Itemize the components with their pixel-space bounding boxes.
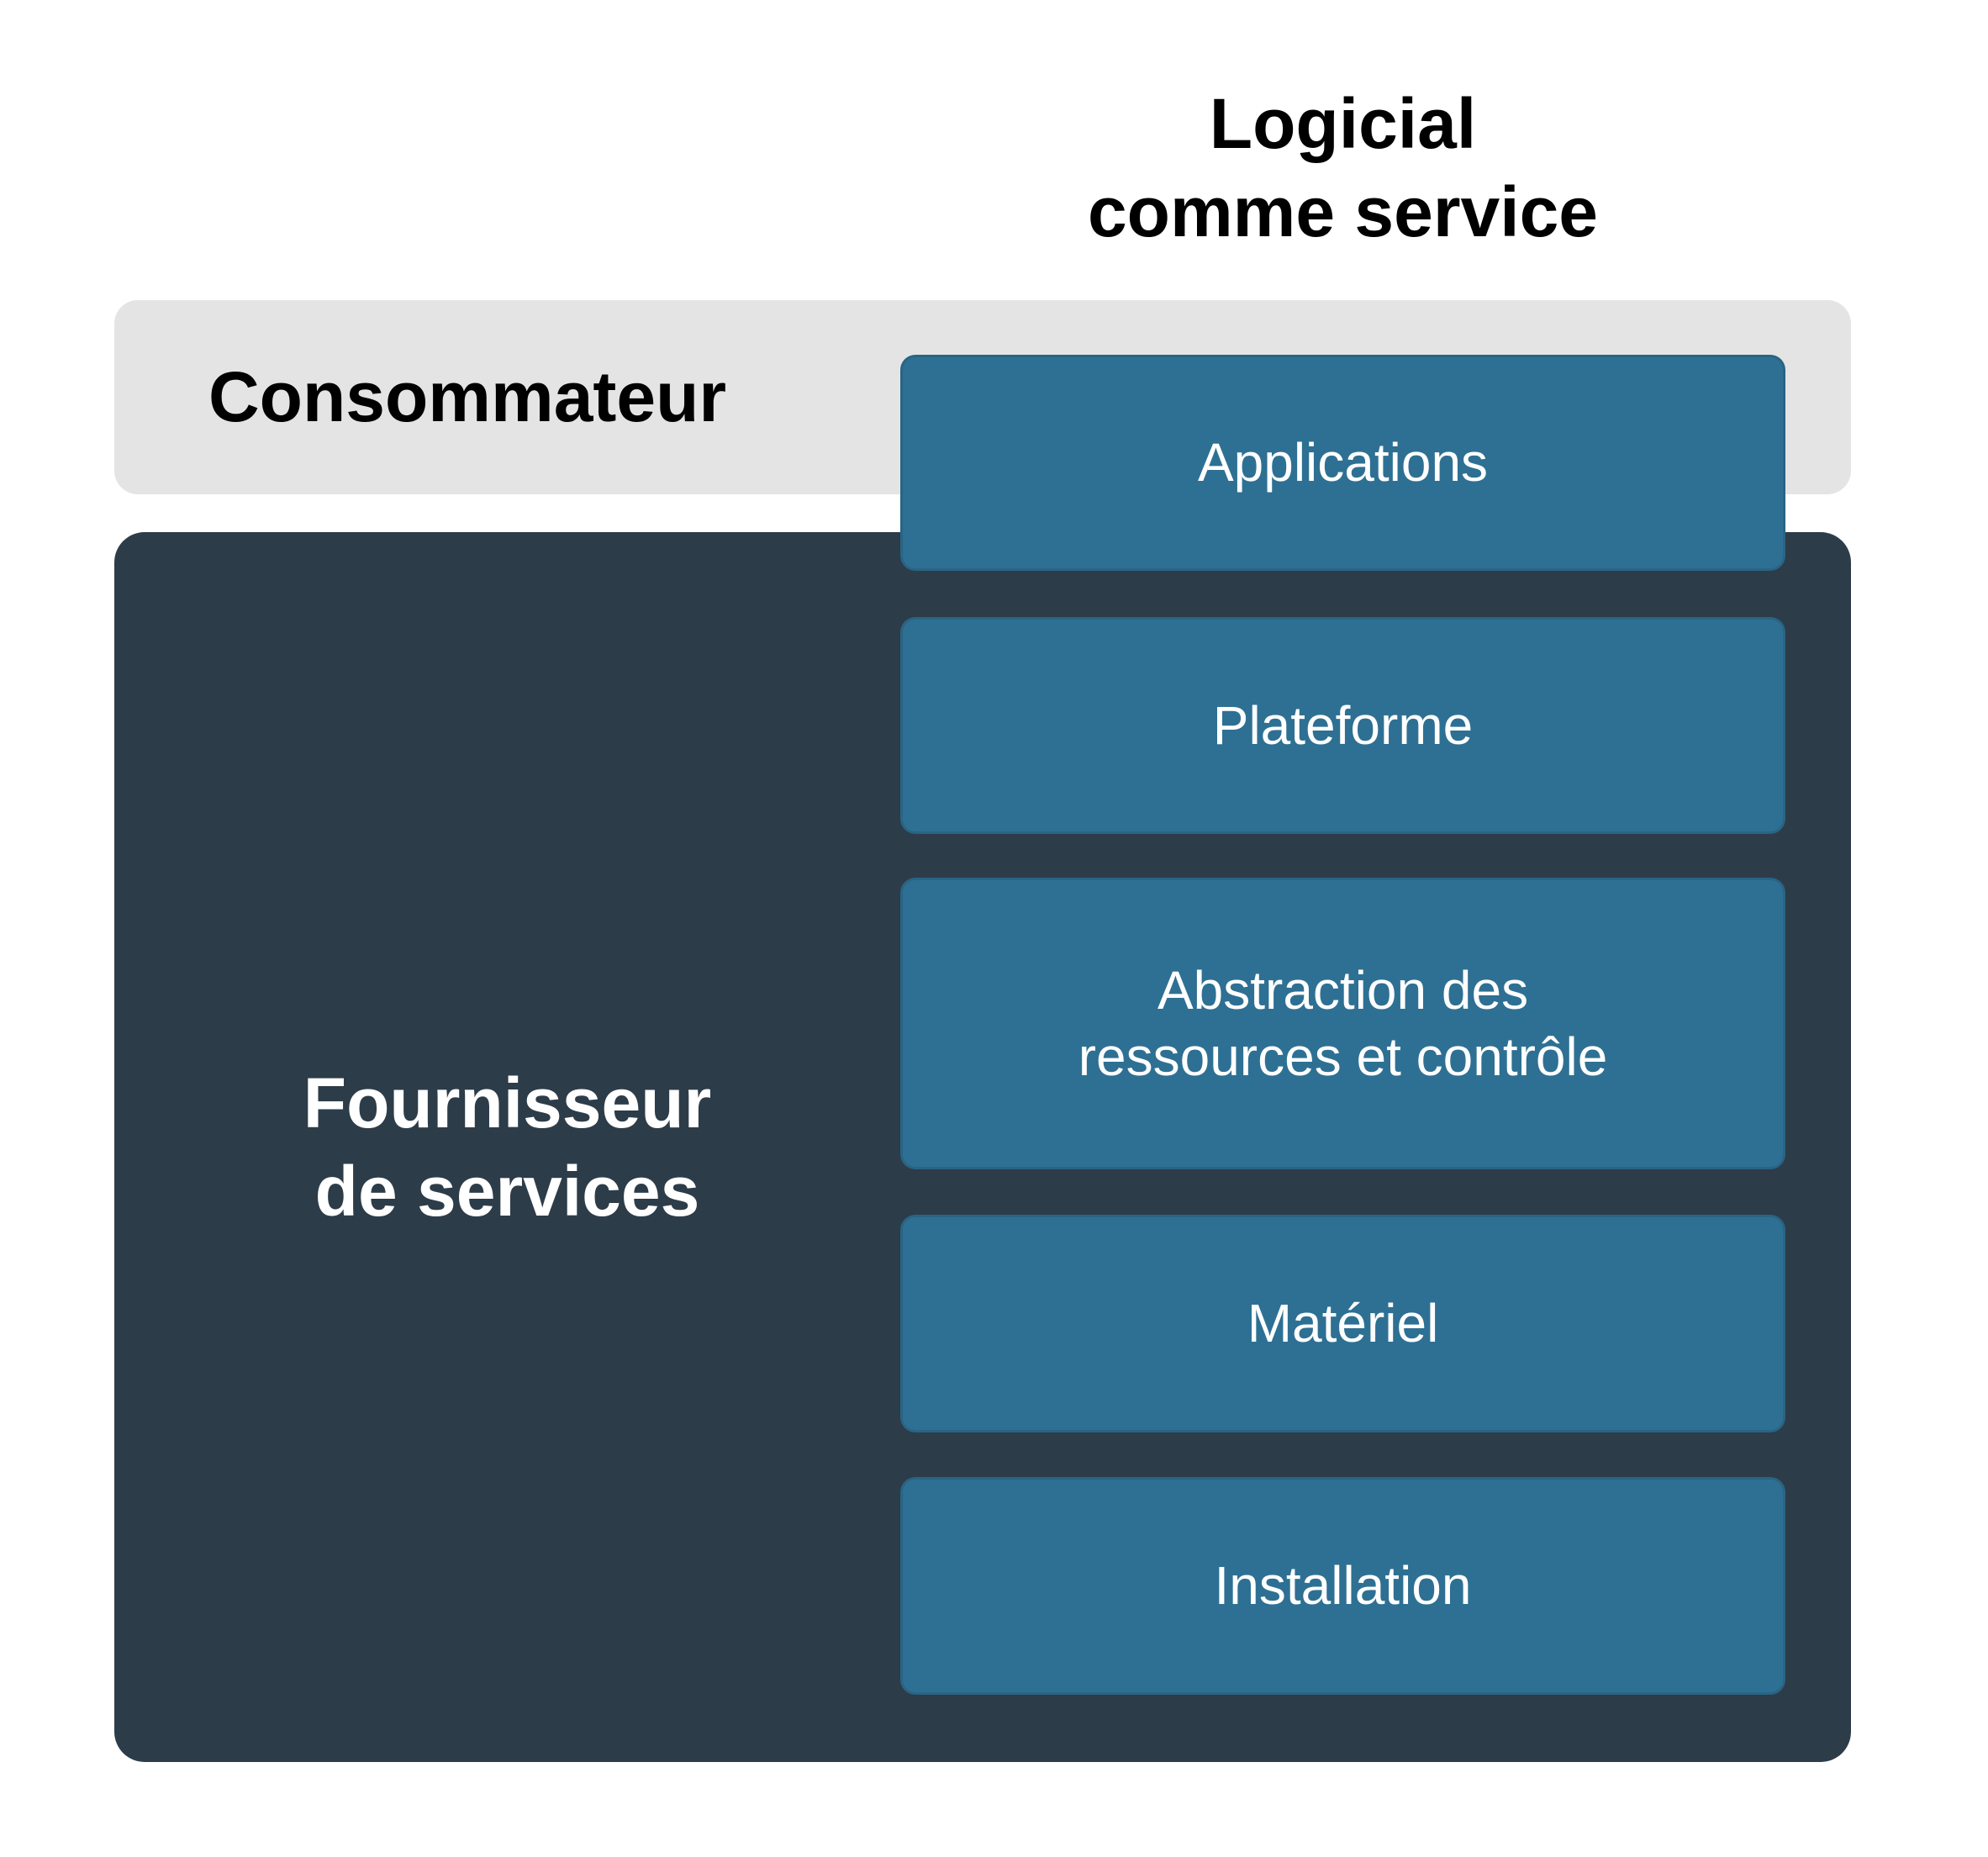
layer-platform: Plateforme — [900, 617, 1785, 834]
layer-facility-label: Installation — [1214, 1555, 1472, 1617]
provider-label-area: Fournisseur de services — [114, 532, 900, 1762]
layer-resource-abstraction: Abstraction des ressources et contrôle — [900, 878, 1785, 1169]
layer-resource-abstraction-label: Abstraction des ressources et contrôle — [1078, 960, 1608, 1087]
consumer-label: Consommateur — [208, 357, 727, 436]
layer-applications: Applications — [900, 355, 1785, 571]
layer-applications-label: Applications — [1197, 432, 1489, 493]
layer-hardware: Matériel — [900, 1215, 1785, 1432]
diagram-title: Logicial comme service — [1087, 84, 1599, 251]
layer-facility: Installation — [900, 1477, 1785, 1695]
layer-platform-label: Plateforme — [1212, 694, 1474, 756]
layer-hardware-label: Matériel — [1247, 1293, 1439, 1354]
provider-label: Fournisseur de services — [303, 1063, 712, 1231]
